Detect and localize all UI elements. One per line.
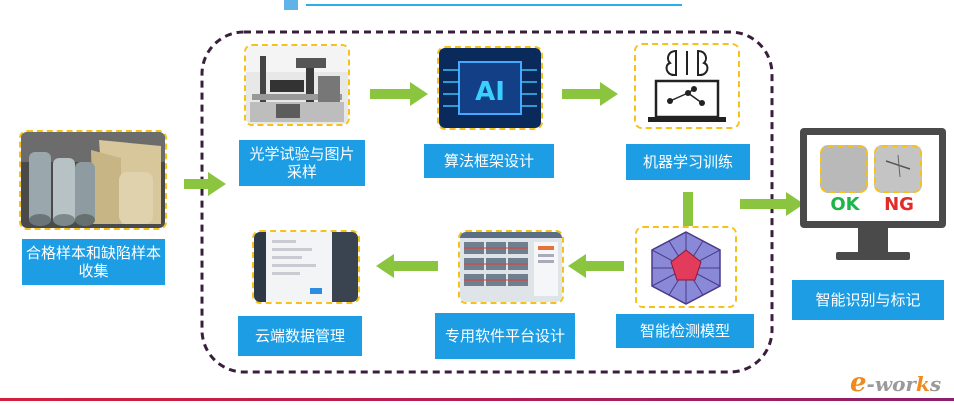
stage-algorithm-label: 算法框架设计 (424, 144, 554, 178)
arrow-left-icon (568, 254, 624, 278)
defect-mark (885, 154, 911, 178)
model-image (635, 226, 737, 308)
algorithm-image: AI (437, 46, 543, 130)
ok-text: OK (830, 194, 860, 215)
header-accent-square (284, 0, 298, 10)
stage-model-label: 智能检测模型 (616, 314, 754, 348)
training-image (634, 43, 740, 129)
stage-cloud-label: 云端数据管理 (238, 316, 362, 356)
header-line (306, 4, 682, 6)
cloud-image (252, 230, 360, 304)
stage-optical-label: 光学试验与图片采样 (239, 140, 365, 186)
arrow-left-icon (376, 254, 438, 278)
cloud-dashboard-screenshot (254, 232, 358, 302)
rolls-photo (21, 132, 165, 228)
ai-chip-graphic: AI (439, 48, 541, 128)
arrow-right-icon (740, 192, 804, 216)
ng-sample-image (874, 145, 922, 193)
sample-collection-image (19, 130, 167, 230)
process-container (200, 30, 774, 374)
ng-text: NG (884, 194, 914, 215)
stage-recognition-label: 智能识别与标记 (792, 280, 944, 320)
arrow-right-icon (370, 82, 428, 106)
svg-text:AI: AI (475, 77, 505, 107)
stage-software-label: 专用软件平台设计 (435, 313, 575, 359)
monitor-stand (858, 228, 888, 252)
brain-laptop-icon (636, 45, 738, 127)
ok-sample-image (820, 145, 868, 193)
geodesic-sphere-icon (637, 228, 735, 306)
software-screenshot (460, 232, 562, 302)
stage-collect-label: 合格样本和缺陷样本收集 (22, 239, 165, 285)
stage-training-label: 机器学习训练 (626, 144, 750, 180)
software-image (458, 230, 564, 304)
eworks-logo: e-works (850, 368, 942, 398)
arrow-right-icon (562, 82, 618, 106)
arrow-right-icon (184, 172, 226, 196)
lab-photo (246, 46, 348, 124)
optical-test-image (244, 44, 350, 126)
monitor-base (836, 252, 910, 260)
footer-line (0, 398, 954, 401)
